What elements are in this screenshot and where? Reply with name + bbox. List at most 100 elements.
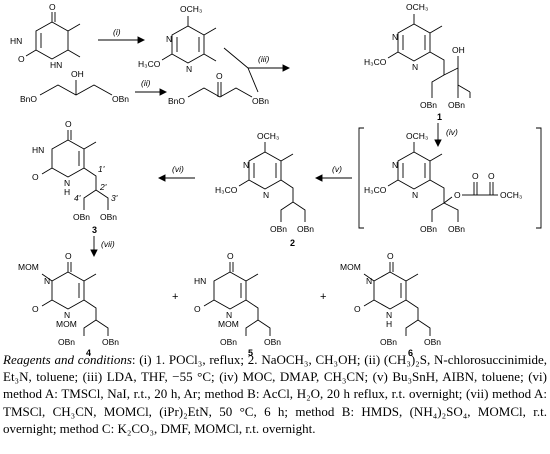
compound-3-structure: O HN N H O 1' 2' 3' 4' OBn OBn 3 (32, 119, 118, 235)
atom-O: O (49, 2, 56, 12)
atom-HN: HN (194, 276, 206, 286)
atom-OH: OH (452, 45, 465, 55)
starting-uracil: O HN HN O (10, 2, 81, 70)
atom-MOM: MOM (218, 319, 239, 329)
atom-O: O (32, 172, 39, 182)
atom-N: N (412, 62, 418, 72)
atom-N: N (64, 178, 70, 188)
atom-O: O (454, 190, 461, 200)
atom-N: N (392, 32, 398, 42)
atom-O: O (354, 304, 361, 314)
atom-MOM: MOM (18, 262, 39, 272)
atom-OBn: OBn (73, 212, 90, 222)
plus-sign: + (320, 291, 326, 303)
atom-O: O (216, 71, 223, 81)
atom-OH: OH (71, 69, 84, 79)
atom-OBn: OBn (264, 337, 281, 347)
atom-O: O (194, 304, 201, 314)
reaction-scheme: O HN HN O (i) OCH₃ N N H₃CO OH BnO OBn (… (10, 2, 542, 358)
atom-H: H (64, 187, 70, 197)
position-2: 2' (99, 182, 107, 192)
atom-N: N (392, 160, 398, 170)
atom-OBn: OBn (420, 100, 437, 110)
step-label-ii: (ii) (141, 78, 151, 88)
atom-OBn: OBn (448, 224, 465, 234)
atom-BnO: BnO (168, 96, 185, 106)
atom-OBn: OBn (102, 337, 119, 347)
compound-number-1: 1 (437, 112, 442, 122)
atom-H3CO: H₃CO (138, 59, 161, 69)
atom-OBn: OBn (380, 337, 397, 347)
atom-O: O (32, 304, 39, 314)
position-4: 4' (74, 193, 81, 203)
caption-text: : (i) 1. POCl₃, reflux; 2. NaOCH₃, CH₃OH… (3, 352, 547, 436)
atom-N: N (366, 276, 372, 286)
reaction-conditions-caption: Reagents and conditions: (i) 1. POCl₃, r… (3, 351, 547, 437)
bis-benzyloxy-acetone: O BnO OBn (168, 71, 269, 106)
atom-MOM: MOM (340, 262, 361, 272)
atom-H3CO: H₃CO (364, 57, 387, 67)
step-label-iv: (iv) (446, 127, 458, 137)
atom-OCH3: OCH₃ (500, 190, 522, 200)
compound-2-structure: OCH₃ N N H₃CO OBn OBn 2 (215, 131, 314, 248)
step-label-vi: (vi) (172, 164, 184, 174)
atom-O: O (472, 171, 479, 181)
compound-6-structure: O MOM N N H O OBn OBn 6 (340, 251, 441, 358)
compound-number-5: 5 (248, 348, 253, 358)
step-label-iii: (iii) (258, 54, 269, 64)
step-label-v: (v) (332, 164, 342, 174)
compound-number-6: 6 (408, 348, 413, 358)
atom-O: O (488, 171, 495, 181)
atom-N: N (263, 190, 269, 200)
atom-O: O (387, 251, 394, 261)
atom-OBn: OBn (420, 224, 437, 234)
atom-OBn: OBn (270, 224, 287, 234)
atom-BnO: BnO (20, 94, 37, 104)
atom-O: O (227, 251, 234, 261)
compound-number-4: 4 (86, 348, 91, 358)
position-3: 3' (111, 193, 118, 203)
methoxypyrimidine: OCH₃ N N H₃CO (138, 4, 217, 74)
atom-N: N (386, 310, 392, 320)
step-label-i: (i) (113, 27, 121, 37)
caption-lead: Reagents and conditions (3, 352, 132, 367)
atom-H3CO: H₃CO (364, 185, 387, 195)
bis-benzyloxy-propanol: OH BnO OBn (20, 69, 129, 104)
position-1: 1' (98, 164, 105, 174)
atom-H3CO: H₃CO (215, 185, 238, 195)
atom-O: O (65, 251, 72, 261)
atom-N: N (243, 160, 249, 170)
compound-number-2: 2 (290, 238, 295, 248)
atom-OBn: OBn (448, 100, 465, 110)
atom-OCH3: OCH₃ (180, 4, 202, 14)
compound-4-structure: O MOM N N MOM O OBn OBn 4 (18, 251, 119, 358)
atom-N: N (226, 310, 232, 320)
atom-OBn: OBn (252, 96, 269, 106)
atom-OBn: OBn (100, 212, 117, 222)
atom-OBn: OBn (58, 337, 75, 347)
compound-number-3: 3 (92, 225, 97, 235)
atom-HN: HN (32, 145, 44, 155)
atom-O: O (18, 54, 25, 64)
atom-N: N (44, 276, 50, 286)
atom-N: N (64, 310, 70, 320)
atom-H: H (386, 319, 392, 329)
atom-OCH3: OCH₃ (257, 131, 279, 141)
atom-N: N (412, 190, 418, 200)
atom-OBn: OBn (297, 224, 314, 234)
compound-1-structure: OCH₃ N N H₃CO OH OBn OBn 1 (364, 2, 471, 122)
atom-OBn: OBn (112, 94, 129, 104)
atom-MOM: MOM (56, 319, 77, 329)
atom-O: O (65, 119, 72, 129)
atom-OBn: OBn (220, 337, 237, 347)
atom-OCH3: OCH₃ (406, 131, 428, 141)
atom-HN: HN (50, 60, 62, 70)
atom-N: N (166, 34, 172, 44)
atom-N: N (186, 64, 192, 74)
plus-sign: + (172, 291, 178, 303)
step-label-vii: (vii) (101, 239, 115, 249)
atom-OBn: OBn (424, 337, 441, 347)
moc-intermediate: OCH₃ N N H₃CO O O O OCH₃ OBn OBn (358, 127, 542, 234)
compound-5-structure: O HN N MOM O OBn OBn 5 (194, 251, 281, 358)
atom-OCH3: OCH₃ (406, 2, 428, 12)
